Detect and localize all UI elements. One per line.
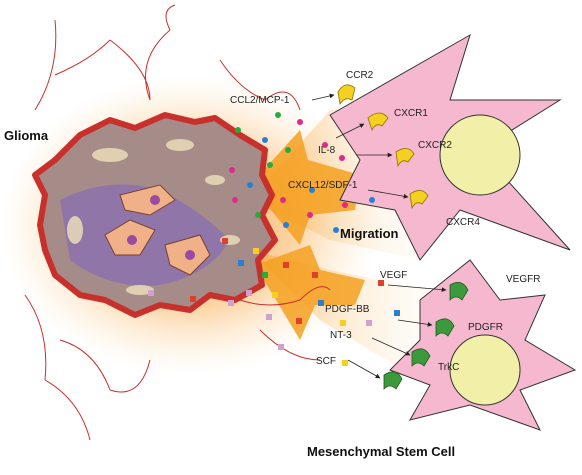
pdgf-label: PDGF-BB xyxy=(325,304,370,315)
nt3-label: NT-3 xyxy=(330,330,352,341)
cxcr2-receptor xyxy=(395,148,415,168)
chemokine-dots xyxy=(229,112,375,233)
vegfr-receptor xyxy=(449,282,469,301)
blood-vessels xyxy=(24,4,331,441)
vegf-label: VEGF xyxy=(380,270,407,281)
migration-arrow-upper xyxy=(250,130,360,245)
pdgfr-label: PDGFR xyxy=(468,322,503,333)
cxcr4-receptor xyxy=(409,190,429,210)
trkc-label: TrkC xyxy=(438,362,459,373)
msc-upper-nucleus xyxy=(439,114,521,196)
growth-factor-squares xyxy=(148,238,400,366)
signal-arrows xyxy=(311,93,447,379)
ccr2-label: CCR2 xyxy=(346,70,374,81)
vegfr-label: VEGFR xyxy=(506,274,540,285)
migration-label: Migration xyxy=(340,226,399,241)
chemokine-receptors xyxy=(337,84,429,210)
tumor-nuclei xyxy=(127,195,195,260)
il8-label: IL-8 xyxy=(318,145,336,156)
growth-factor-receptors xyxy=(383,282,469,390)
cxcr4-label: CXCR4 xyxy=(446,217,480,228)
scf-receptor xyxy=(383,371,403,390)
trkc-receptor xyxy=(411,348,431,367)
cxcr1-receptor xyxy=(367,112,389,132)
migration-arrow-lower xyxy=(255,245,365,340)
cxcr2-label: CXCR2 xyxy=(418,140,452,151)
msc-lower-nucleus xyxy=(449,334,521,406)
pdgfr-receptor xyxy=(435,318,455,337)
scf-label: SCF xyxy=(316,356,336,367)
ccr2-receptor xyxy=(337,84,356,106)
ccl2-label: CCL2/MCP-1 xyxy=(230,95,290,106)
cxcr1-label: CXCR1 xyxy=(394,108,428,119)
cxcl12-label: CXCL12/SDF-1 xyxy=(288,180,358,191)
glioma-label: Glioma xyxy=(4,128,49,143)
msc-label: Mesenchymal Stem Cell xyxy=(307,444,455,459)
